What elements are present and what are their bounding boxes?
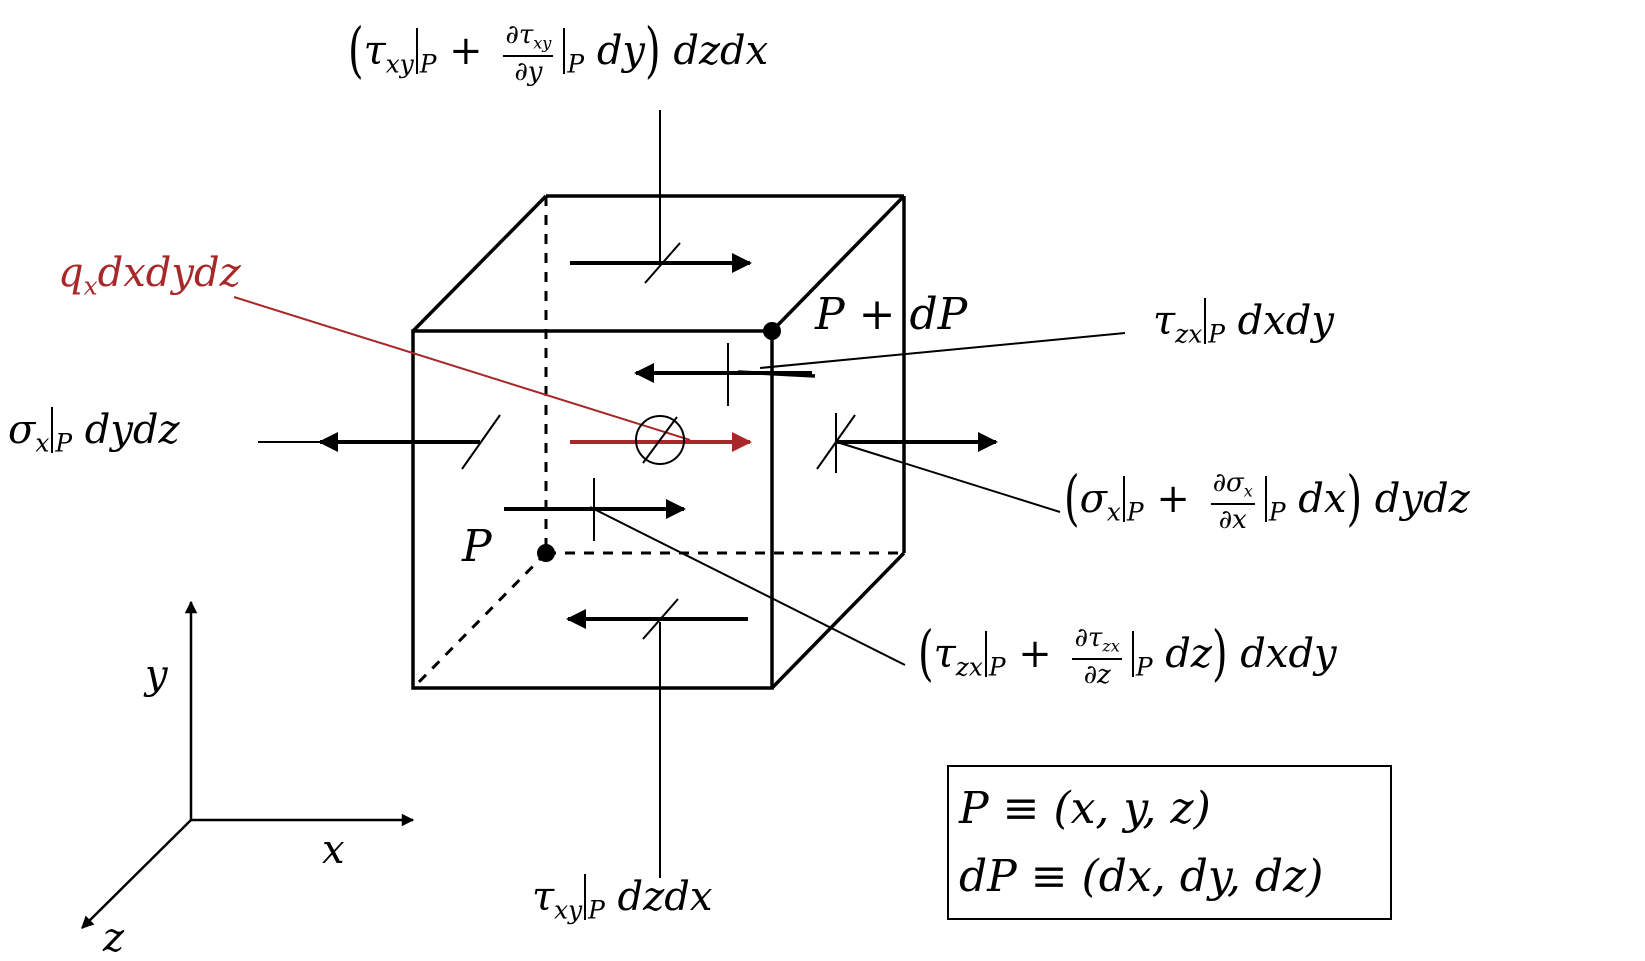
- point-pdp-dot: [763, 322, 781, 340]
- leader-body-force: [233, 296, 691, 441]
- tick-bottom-shear: [642, 598, 679, 640]
- axis-z: [81, 819, 192, 929]
- legend-box: P ≡ (x, y, z) dP ≡ (dx, dy, dz): [947, 765, 1392, 920]
- label-point-p: P: [462, 521, 492, 572]
- coordinate-axes: [81, 600, 415, 929]
- legend-line-2: dP ≡ (dx, dy, dz): [959, 851, 1324, 902]
- legend-line-1: P ≡ (x, y, z): [959, 783, 1211, 834]
- label-point-p-plus-dp: P + dP: [815, 289, 968, 340]
- label-body-force: qxdxdydz: [58, 250, 241, 301]
- cube-top-left-edge: [411, 194, 548, 333]
- tick-left-normal: [461, 414, 501, 470]
- axis-label-z: z: [103, 915, 125, 961]
- cube-top-right-edge: [770, 194, 906, 333]
- cube: [411, 194, 906, 690]
- cube-bottom-right-edge: [770, 551, 906, 690]
- tick-top-shear: [644, 242, 681, 284]
- axis-label-x: x: [322, 827, 345, 873]
- point-p-dot: [537, 544, 555, 562]
- body-force-symbol: [635, 415, 685, 465]
- leader-back-shear: [759, 332, 1126, 369]
- leader-right-normal: [839, 442, 1061, 513]
- cube-hidden-edges: [411, 196, 904, 690]
- cube-front-face: [411, 329, 774, 690]
- tick-back-shear-2: [737, 370, 816, 378]
- axis-label-y: y: [145, 652, 168, 698]
- leader-front-shear: [589, 506, 906, 666]
